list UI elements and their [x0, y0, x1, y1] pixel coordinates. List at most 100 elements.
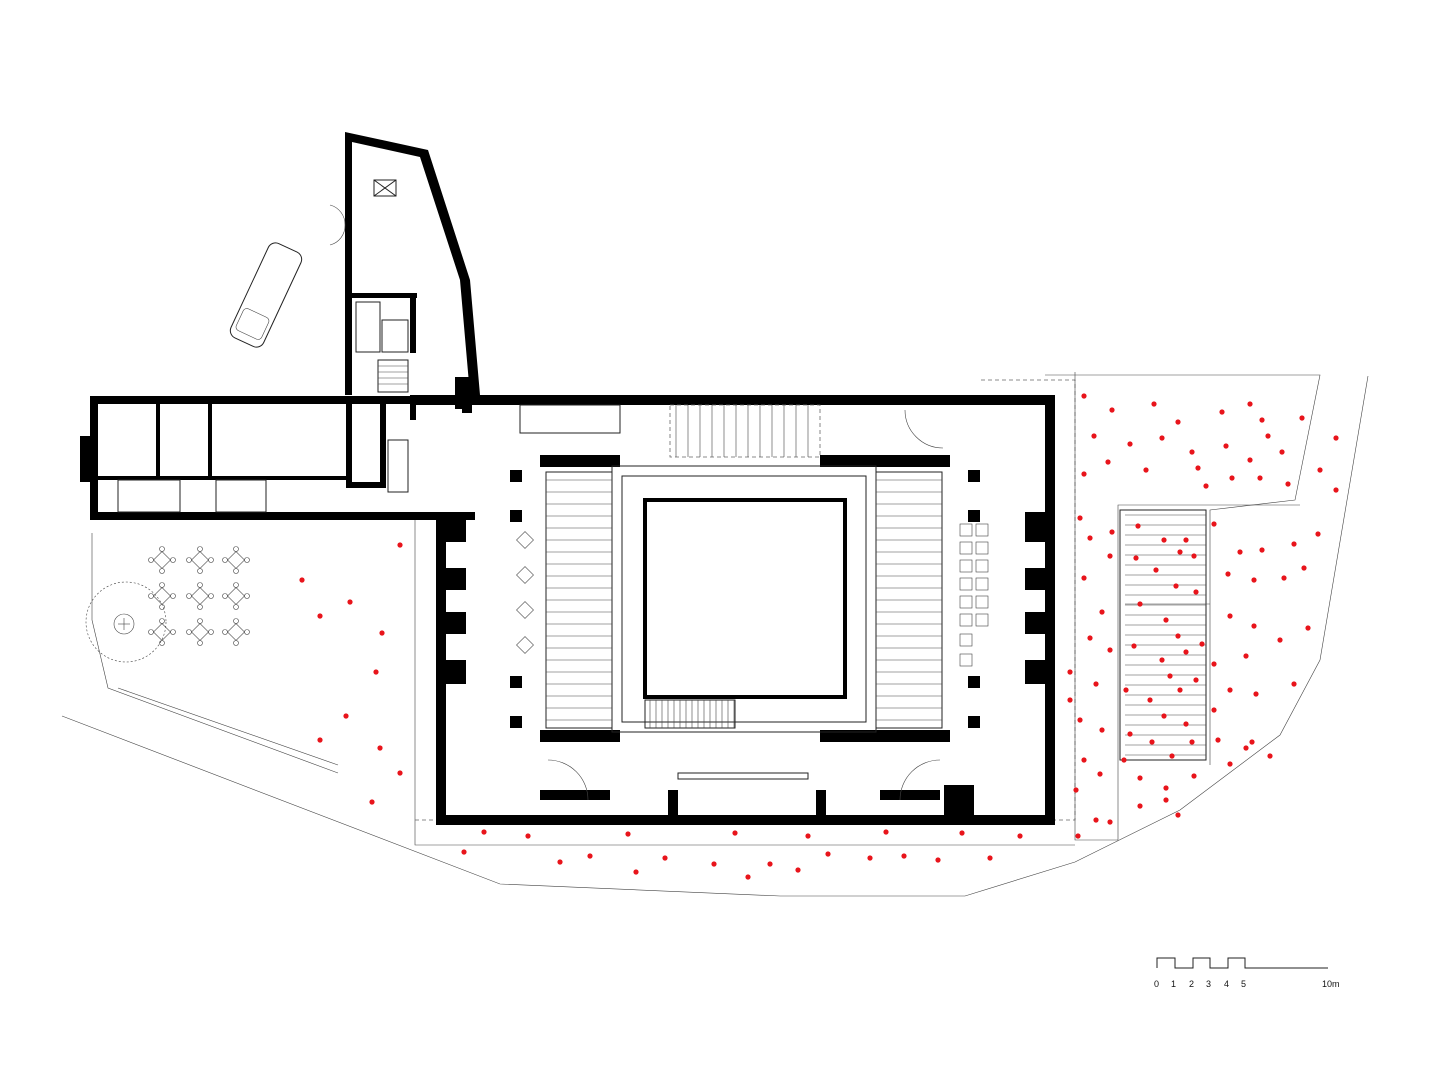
- tree-marker: [1227, 613, 1233, 619]
- tree-markers: [85, 393, 1339, 880]
- tree-marker: [1107, 553, 1113, 559]
- tree-marker: [1183, 537, 1189, 543]
- tree-marker: [883, 829, 889, 835]
- tree-marker: [397, 542, 403, 548]
- north-stair: [669, 404, 821, 458]
- tree-marker: [1143, 467, 1149, 473]
- tree-marker: [1317, 467, 1323, 473]
- tree-marker: [369, 799, 375, 805]
- staircase-icon: [377, 359, 409, 393]
- tree-marker: [662, 855, 668, 861]
- tree-marker: [1237, 549, 1243, 555]
- tree-marker: [587, 853, 593, 859]
- tree-marker: [347, 599, 353, 605]
- tree-marker: [1093, 817, 1099, 823]
- tree-marker: [1175, 419, 1181, 425]
- tree-marker: [1077, 515, 1083, 521]
- tree-marker: [633, 869, 639, 875]
- tree-marker: [1301, 565, 1307, 571]
- tree-marker: [1243, 653, 1249, 659]
- tree-marker: [1017, 833, 1023, 839]
- tree-marker: [1127, 731, 1133, 737]
- table-chair-set-icon: [186, 582, 214, 610]
- tree-marker: [1267, 753, 1273, 759]
- table-chair-set-icon: [516, 531, 534, 549]
- seat-icon: [975, 613, 989, 627]
- tree-marker: [901, 853, 907, 859]
- tree-marker: [825, 851, 831, 857]
- seat-icon: [975, 577, 989, 591]
- tree-marker: [767, 861, 773, 867]
- tree-marker: [1151, 401, 1157, 407]
- tree-marker: [1277, 637, 1283, 643]
- tree-marker: [299, 577, 305, 583]
- north-annex: [329, 132, 480, 409]
- seat-icon: [975, 541, 989, 555]
- seat-icon: [975, 559, 989, 573]
- tree-marker: [1315, 531, 1321, 537]
- tree-marker: [1081, 757, 1087, 763]
- tree-marker: [461, 849, 467, 855]
- tree-marker: [1265, 433, 1271, 439]
- tree-marker: [1259, 417, 1265, 423]
- tree-marker: [1227, 761, 1233, 767]
- tree-marker: [1227, 687, 1233, 693]
- tree-marker: [732, 830, 738, 836]
- scale-tick-0: 0: [1154, 979, 1159, 989]
- tree-marker: [1147, 697, 1153, 703]
- tree-marker: [1105, 459, 1111, 465]
- main-hall: [410, 395, 1055, 825]
- tree-marker: [1131, 643, 1137, 649]
- seat-icon: [975, 595, 989, 609]
- tree-marker: [1097, 771, 1103, 777]
- tree-marker: [1249, 739, 1255, 745]
- table-chair-set-icon: [148, 546, 176, 574]
- tree-canopy-icon: [85, 581, 167, 663]
- tree-marker: [1251, 577, 1257, 583]
- seat-icon: [959, 577, 973, 591]
- tree-marker: [377, 745, 383, 751]
- tree-marker: [1259, 547, 1265, 553]
- tree-marker: [1285, 481, 1291, 487]
- tree-marker: [1191, 773, 1197, 779]
- tree-marker: [1163, 617, 1169, 623]
- table-chair-set-icon: [148, 582, 176, 610]
- tree-marker: [1123, 687, 1129, 693]
- tree-marker: [1203, 483, 1209, 489]
- seat-icon: [959, 559, 973, 573]
- tree-marker: [317, 613, 323, 619]
- central-stage: [545, 404, 943, 733]
- tree-marker: [1195, 465, 1201, 471]
- tree-marker: [1137, 601, 1143, 607]
- tree-marker: [1173, 583, 1179, 589]
- tree-marker: [1333, 435, 1339, 441]
- tree-marker: [1251, 623, 1257, 629]
- table-chair-set-icon: [186, 546, 214, 574]
- tree-marker: [1087, 535, 1093, 541]
- tree-marker: [1189, 739, 1195, 745]
- tree-marker: [379, 630, 385, 636]
- tree-marker: [867, 855, 873, 861]
- tree-marker: [1211, 521, 1217, 527]
- table-chair-set-icon: [516, 636, 534, 654]
- tree-marker: [1183, 721, 1189, 727]
- tree-marker: [805, 833, 811, 839]
- tree-marker: [1099, 727, 1105, 733]
- tree-marker: [1225, 571, 1231, 577]
- tree-marker: [1137, 775, 1143, 781]
- tree-marker: [1211, 661, 1217, 667]
- tree-marker: [1243, 745, 1249, 751]
- tree-marker: [1199, 641, 1205, 647]
- seat-icon: [959, 653, 973, 667]
- tree-marker: [1253, 691, 1259, 697]
- tree-marker: [1135, 523, 1141, 529]
- tree-marker: [1215, 737, 1221, 743]
- tree-marker: [1167, 673, 1173, 679]
- tree-marker: [1161, 713, 1167, 719]
- tree-marker: [1177, 687, 1183, 693]
- tree-marker: [1081, 471, 1087, 477]
- tree-marker: [1175, 812, 1181, 818]
- tree-marker: [1067, 697, 1073, 703]
- tree-marker: [1279, 449, 1285, 455]
- seat-icon: [959, 541, 973, 555]
